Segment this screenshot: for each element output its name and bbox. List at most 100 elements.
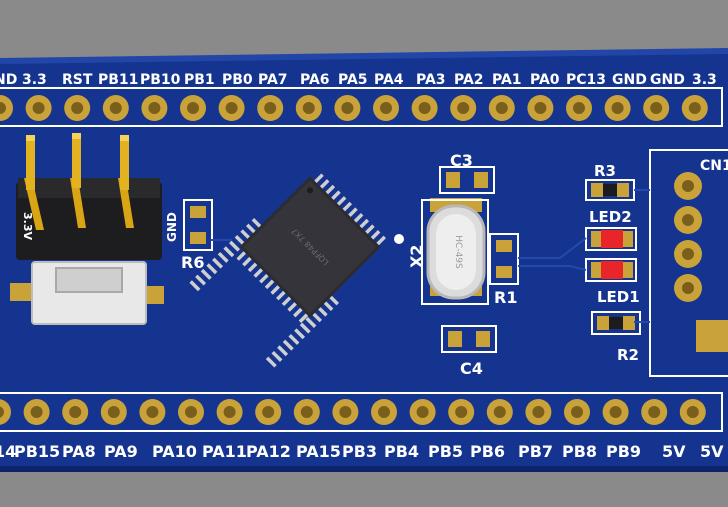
pad-hole <box>457 102 470 114</box>
swd-voltage-label: 3.3V <box>21 212 34 240</box>
bottom-pad <box>332 399 359 425</box>
cn1-outline <box>649 149 728 377</box>
bottom-pin-label: PB8 <box>562 442 597 461</box>
bottom-pad <box>486 399 513 425</box>
led2-pad-right <box>623 231 633 247</box>
pad-hole <box>148 102 161 114</box>
top-header-labels: ND3.3RSTPB11PB10PB1PB0PA7PA6PA5PA4PA3PA2… <box>0 72 717 88</box>
mcu-lead <box>212 257 224 269</box>
pin-1 <box>24 178 44 230</box>
bottom-pad <box>525 399 552 425</box>
resistor-r6: GND R6 <box>165 199 213 272</box>
mcu-lead <box>259 272 271 284</box>
pad-hole <box>571 406 583 418</box>
led-1: LED1 <box>585 258 640 306</box>
mcu-lead <box>236 249 248 261</box>
cn1-pad <box>674 206 702 234</box>
pin-4 <box>26 135 35 190</box>
top-pad <box>102 95 129 121</box>
top-pin-label: PB0 <box>222 72 253 88</box>
mcu-leads <box>189 173 387 368</box>
bottom-pad <box>0 399 11 425</box>
mcu-lead <box>253 266 265 278</box>
mcu-orientation-dot <box>394 234 404 244</box>
pad-hole <box>532 406 545 418</box>
top-pin-label: RST <box>62 72 93 88</box>
resistor-r2: R2 <box>591 311 641 364</box>
pin-3 <box>118 178 134 228</box>
top-pin-label: PB10 <box>140 72 181 88</box>
pin-5 <box>72 133 81 188</box>
mcu-lead <box>335 196 347 208</box>
led1-pad-right <box>623 262 633 278</box>
top-pad <box>527 95 554 121</box>
capacitor-c4: C4 <box>441 325 497 378</box>
pad-hole <box>416 406 429 418</box>
c3-pad-left <box>446 172 460 188</box>
top-pin-label: 3.3 <box>22 72 47 88</box>
bottom-pad <box>139 399 166 425</box>
top-pad <box>0 95 13 121</box>
top-pin-label: PB11 <box>98 72 138 88</box>
mcu-lead <box>316 305 328 317</box>
pad-hole <box>650 102 663 114</box>
pad-hole <box>611 102 624 114</box>
bottom-pad <box>23 399 50 425</box>
top-pin-label: PA5 <box>338 72 368 88</box>
bottom-pin-label: PB3 <box>342 442 377 461</box>
pad-hole <box>225 102 238 114</box>
top-pin-label: GND <box>612 72 647 88</box>
mcu-lead <box>247 261 259 273</box>
jumper-pins <box>24 133 134 230</box>
r6-gnd-label: GND <box>165 212 179 242</box>
pin-5-tip <box>72 133 81 139</box>
c3-label: C3 <box>450 151 473 170</box>
mcu-lead <box>271 350 283 362</box>
mcu-lead <box>328 294 339 306</box>
connector-cn1: CN1 <box>649 149 728 377</box>
mcu-lead <box>352 213 364 225</box>
top-pin-label: PA6 <box>300 72 330 88</box>
bottom-header-labels: 14PB15PA8PA9PA10PA11PA12PA15PB3PB4PB5PB6… <box>0 442 724 461</box>
pad-hole <box>109 102 122 114</box>
mcu-lead <box>200 268 212 280</box>
r1-pad-bottom <box>496 266 512 278</box>
mcu-lead <box>346 207 358 219</box>
pad-hole <box>378 406 390 418</box>
mcu-lead <box>288 333 300 345</box>
bottom-pin-label: PA9 <box>104 442 138 461</box>
bottom-pin-label: PB6 <box>470 442 505 461</box>
bottom-pin-label: PB9 <box>606 442 641 461</box>
led-2: LED2 <box>585 208 637 251</box>
r2-pad-right <box>623 316 635 330</box>
led1-pad-left <box>591 262 601 278</box>
bottom-pad <box>602 399 629 425</box>
jumper-header-top <box>18 178 160 198</box>
top-pin-label: GND <box>650 72 685 88</box>
top-pad <box>141 95 168 121</box>
r3-label: R3 <box>594 162 616 180</box>
mcu-lead <box>217 251 229 263</box>
mcu-lead <box>358 218 370 230</box>
mcu-lead <box>299 322 311 334</box>
led2-pad-left <box>591 231 601 247</box>
pad-hole <box>187 102 199 114</box>
c3-pad-right <box>474 172 488 188</box>
mcu-lead <box>189 280 201 292</box>
bottom-pad <box>255 399 282 425</box>
top-pin-label: PC13 <box>566 72 606 88</box>
bottom-pin-label: PA15 <box>296 442 341 461</box>
crystal-outline <box>421 199 489 305</box>
bottom-pad <box>293 399 320 425</box>
pin-6 <box>120 135 129 190</box>
bottom-pin-label: 5V <box>662 442 686 461</box>
trace-2 <box>518 237 587 259</box>
pad-hole <box>648 406 661 418</box>
top-pad <box>373 95 399 121</box>
bottom-header-outline <box>0 392 723 432</box>
bottom-pad <box>100 399 127 425</box>
mcu-lead <box>242 255 254 267</box>
pad-hole <box>495 102 508 114</box>
pad-hole <box>682 282 694 294</box>
